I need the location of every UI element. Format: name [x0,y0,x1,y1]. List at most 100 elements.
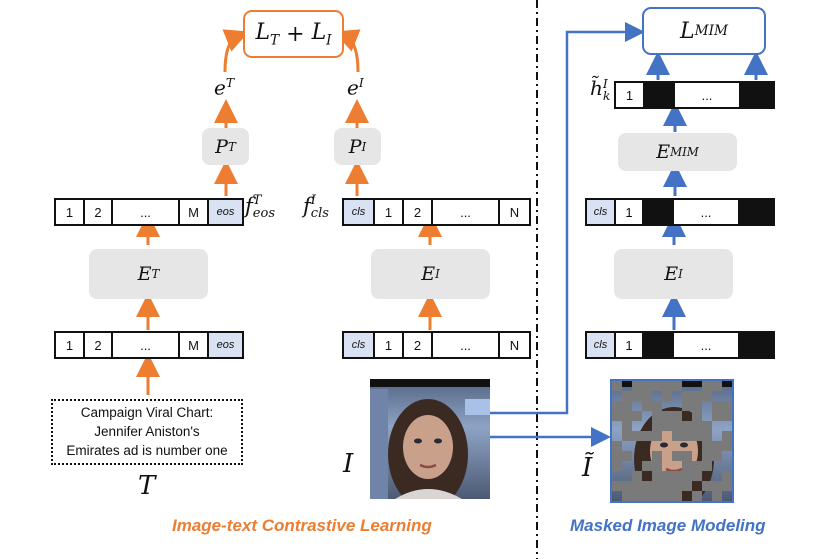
mask-patch [642,401,652,411]
mask-patch [712,481,722,491]
mask-patch [652,421,662,431]
mask-patch [682,421,692,431]
mask-patch [722,471,732,481]
mask-patch [682,461,692,471]
mask-patch [632,481,642,491]
input-image [370,379,490,499]
mask-patch [722,441,732,451]
cls-token: cls [587,333,616,357]
image-embedding-label: eI [347,75,364,100]
mask-patch [622,431,632,441]
mask-patch [652,381,662,391]
token: 1 [56,200,85,224]
mask-patch [612,481,622,491]
token: N [500,200,529,224]
text-input-tokens: 1 2 ... M eos [54,331,244,359]
token: ... [674,200,740,224]
mask-patch [632,391,642,401]
mask-patch [682,471,692,481]
mask-patch [652,461,662,471]
mask-patch [672,411,682,421]
input-text-line: Emirates ad is number one [66,443,228,458]
mask-patch [652,401,662,411]
token: 1 [616,200,644,224]
token: 1 [616,333,644,357]
mask-patch [712,381,722,391]
mask-patch [662,381,672,391]
mask-patch [672,451,682,461]
text-input-label: T [138,471,156,501]
mask-patch [712,401,722,411]
mask-patch [642,491,652,501]
token: M [180,333,209,357]
mask-patch [642,431,652,441]
mask-patch [702,381,712,391]
masked-token [644,200,674,224]
mask-patch [712,441,722,451]
mask-patch [692,471,702,481]
mim-feature-tokens: cls 1 ... [585,198,775,226]
mask-patch [612,401,622,411]
token: 1 [56,333,85,357]
mask-patch [632,491,642,501]
mask-patch [662,421,672,431]
eos-token: eos [209,200,242,224]
mask-patch [702,441,712,451]
mask-patch [672,491,682,501]
mask-patch [632,411,642,421]
mask-patch [682,481,692,491]
token: N [500,333,529,357]
mask-patch [672,431,682,441]
token: 2 [85,333,113,357]
loss-text-term: LT [255,19,280,49]
mask-patch [692,411,702,421]
image-feature-tokens: cls 1 2 ... N [342,198,531,226]
mask-patch [622,451,632,461]
arrow-ei-to-loss [333,29,361,73]
token: 1 [616,83,645,107]
mask-patch [672,381,682,391]
contrastive-caption: Image-text Contrastive Learning [172,516,432,535]
mask-patch [612,411,622,421]
masked-image [610,379,734,503]
mask-patch [672,471,682,481]
mask-patch [692,391,702,401]
loss-plus: + [279,21,312,47]
mask-patch [702,391,712,401]
mask-patch [622,421,632,431]
mask-patch [632,431,642,441]
masked-token [645,83,675,107]
mask-patch [662,411,672,421]
token: ... [113,333,180,357]
mask-patch [612,381,622,391]
mask-patch [652,481,662,491]
mask-patch [692,491,702,501]
mask-patch [612,441,622,451]
portrait-illustration [370,389,490,499]
mask-patch [622,491,632,501]
mask-patch [692,461,702,471]
token: 1 [375,200,404,224]
mask-patch [612,461,622,471]
mask-patch [622,411,632,421]
token: M [180,200,209,224]
text-feature-tokens: 1 2 ... M eos [54,198,244,226]
input-text-box: Campaign Viral Chart: Jennifer Aniston's… [51,399,243,465]
mask-patch [702,451,712,461]
token: 1 [375,333,404,357]
input-text-line: Campaign Viral Chart: [80,405,214,420]
mask-patch [652,471,662,481]
masked-token [741,83,773,107]
arrow-et-to-loss [222,29,250,73]
mim-input-tokens: cls 1 ... [585,331,775,359]
mask-patch [632,471,642,481]
mask-patch [652,491,662,501]
